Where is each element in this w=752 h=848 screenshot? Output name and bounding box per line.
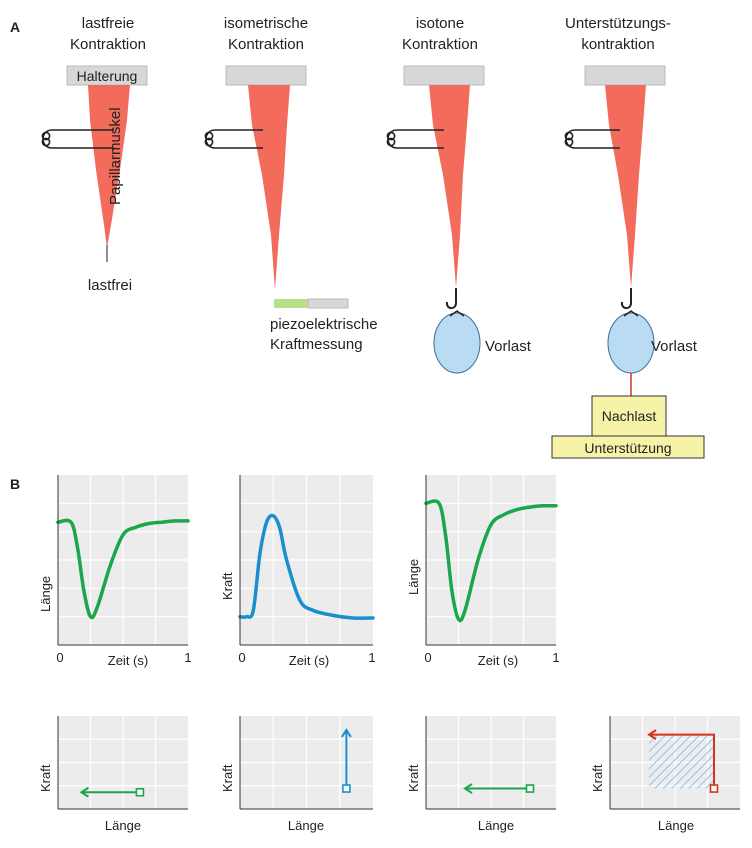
hook-icon [620,288,632,310]
section-a-label: A [10,19,20,35]
x-axis-label: Länge [288,818,324,833]
holder-bar [225,65,307,86]
chart-force-vs-time-isometric: Kraft 0 1 Zeit (s) [220,475,376,668]
electrode-clip-icon [386,129,444,149]
panel-title-line2: Kontraktion [228,36,304,53]
start-marker [135,787,145,797]
y-axis-label: Kraft [38,764,53,792]
y-axis-label: Kraft [406,764,421,792]
x-tick-1: 1 [552,650,559,665]
y-axis-label: Länge [406,559,421,595]
panel-title-line1: isometrische [224,15,308,32]
support-box [551,435,705,459]
x-axis-label: Länge [478,818,514,833]
panel-title-line2: Kontraktion [402,36,478,53]
electrode-clip-icon [204,129,263,149]
piezo-sensor-tip [274,299,308,308]
x-axis-label: Länge [105,818,141,833]
x-tick-0: 0 [424,650,431,665]
trajectory-line [649,733,715,789]
marks [79,786,145,798]
start-marker [709,784,719,793]
grid [58,475,188,645]
afterload-label: Nachlast [602,408,657,424]
chart-length-vs-time-unloaded: Länge 0 1 Zeit (s) [38,475,192,668]
grid [58,716,188,809]
x-axis-label: Zeit (s) [478,653,518,668]
start-marker [342,784,351,793]
piezo-sensor-body [307,298,349,309]
y-axis-label: Kraft [220,764,235,792]
x-axis-label: Länge [658,818,694,833]
marks [647,729,719,793]
sensor-label-line2: Kraftmessung [270,336,363,353]
preload-weight [433,312,481,374]
muscle [248,85,290,290]
x-tick-1: 1 [368,650,375,665]
holder-label: Halterung [77,68,138,84]
panel-title-line1: isotone [416,15,464,32]
panel-title-line1: Unterstützungs- [565,15,671,32]
series-line [424,499,558,623]
x-axis-label: Zeit (s) [289,653,329,668]
grid [426,716,556,809]
section-b-label: B [10,476,20,492]
sensor-label-line1: piezoelektrische [270,316,378,333]
panel-lastfreie: lastfreie Kontraktion Halterung Papillar… [41,15,148,294]
panel-title-line2: kontraktion [581,36,654,53]
preload-weight [607,312,655,374]
arrowhead-icon [463,783,473,794]
chart-force-length-afterloaded: Kraft Länge [590,716,740,833]
weight-loop [623,310,639,317]
chart-force-length-unloaded: Kraft Länge [38,716,188,833]
x-tick-0: 0 [238,650,245,665]
start-marker [525,784,535,793]
y-axis-label: Länge [38,576,53,612]
chart-force-length-isometric: Kraft Länge [220,716,373,833]
grid [240,475,373,645]
unloaded-label: lastfrei [88,277,132,294]
arrowhead-icon [79,786,89,798]
muscle [605,85,646,288]
marks [463,783,535,794]
panel-title-line1: lastfreie [82,15,135,32]
panel-unterstuetzung: Unterstützungs- kontraktion Vorlast Nach… [551,15,705,459]
electrode-clip-icon [564,129,620,149]
grid [240,716,373,809]
panel-isotone: isotone Kontraktion Vorlast [386,15,532,374]
panel-isometrische: isometrische Kontraktion piezoelektrisch… [204,15,378,353]
series-line [56,518,190,620]
chart-force-length-isotonic: Kraft Länge [406,716,556,833]
x-axis-label: Zeit (s) [108,653,148,668]
x-tick-0: 0 [56,650,63,665]
holder-bar [584,65,666,86]
marks [341,728,352,793]
chart-length-vs-time-isotonic: Länge 0 1 Zeit (s) [406,475,560,668]
y-axis-label: Kraft [590,764,605,792]
x-tick-1: 1 [184,650,191,665]
papillary-muscle [88,85,130,248]
hook-icon [445,288,457,310]
panel-title-line2: Kontraktion [70,36,146,53]
arrowhead-icon [341,728,352,738]
y-axis-label: Kraft [220,572,235,600]
holder-bar [403,65,485,86]
muscle [429,85,470,288]
series-line [238,513,375,620]
electrode-clip-icon [41,129,114,149]
afterload-box [591,395,667,437]
arrowhead-icon [647,729,657,740]
support-label: Unterstützung [584,440,671,456]
work-area-hatch [649,734,714,789]
preload-label: Vorlast [485,338,532,355]
preload-label: Vorlast [651,338,698,355]
muscle-label: Papillarmuskel [107,107,124,205]
weight-loop [449,310,465,317]
